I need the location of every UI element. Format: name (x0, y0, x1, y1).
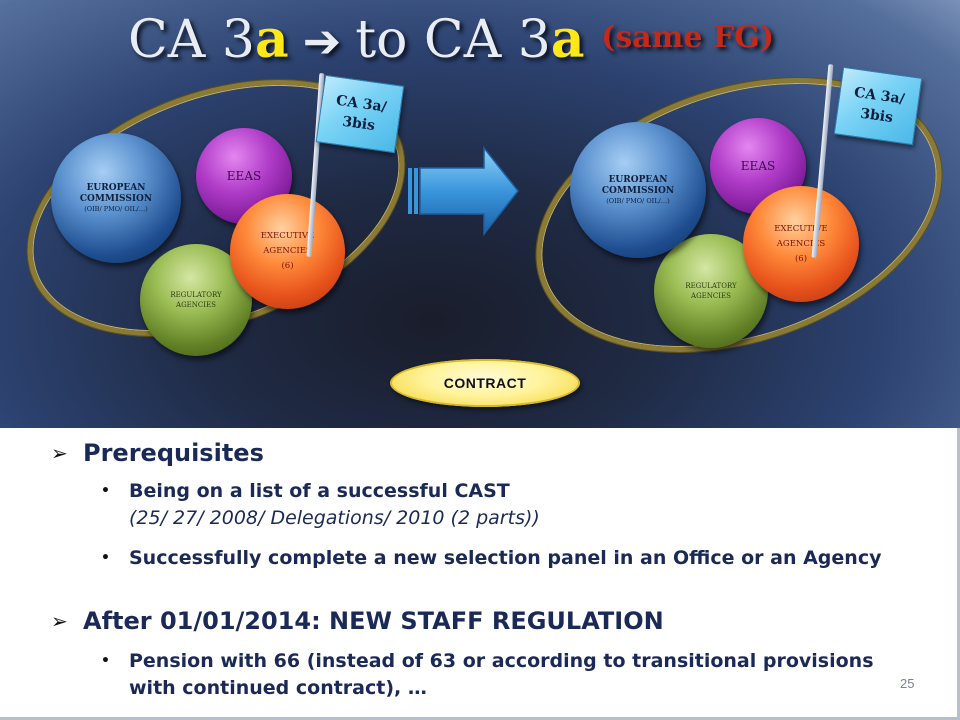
prereq-title: Prerequisites (83, 439, 264, 467)
right-flag-icon: CA 3a/ 3bis (833, 66, 923, 146)
left-exec-label-1: EXECUTIVE (260, 231, 315, 241)
title-same-fg: (same FG) (601, 20, 775, 55)
title-a1: a (254, 9, 289, 70)
title-part2: to CA 3 (355, 10, 551, 70)
prereq-heading: ➢ Prerequisites (51, 438, 264, 468)
left-ec-label-3: (OIB/ PMO/ OIL/…) (84, 204, 148, 213)
right-arrow-icon (408, 146, 519, 236)
left-ec-label-2: COMMISSION (79, 193, 153, 204)
prereq-item-1: • Being on a list of a successful CAST (… (101, 478, 869, 532)
right-ec-label-1: EUROPEAN (608, 174, 668, 185)
dot-bullet-icon: • (101, 653, 110, 669)
dot-bullet-icon: • (101, 483, 110, 499)
right-flag-label-2: 3bis (859, 105, 894, 127)
page-number: 25 (900, 676, 915, 691)
title-arrow-icon: ➔ (302, 14, 342, 68)
left-exec-label-3: (6) (281, 261, 294, 271)
dot-bullet-icon: • (101, 550, 110, 566)
left-exec-label-2: AGENCIES (263, 246, 312, 256)
arrow-bullet-icon: ➢ (51, 609, 68, 633)
left-ec-label-1: EUROPEAN (86, 182, 146, 193)
contract-label: CONTRACT (390, 359, 580, 407)
left-flag-label-2: 3bis (341, 113, 376, 135)
left-executive-agencies: EXECUTIVE AGENCIES (6) (230, 194, 345, 309)
right-reg-label-2: AGENCIES (691, 292, 731, 300)
right-reg-label-1: REGULATORY (685, 282, 737, 290)
left-eeas-label: EEAS (226, 169, 262, 183)
prereq-item-1-line1: Being on a list of a successful CAST (129, 480, 510, 502)
diagram-area: CA 3a➔to CA 3a (same FG) REGULATORY AGEN… (0, 0, 960, 428)
content-box: ➢ Prerequisites • Being on a list of a s… (0, 428, 960, 720)
prereq-item-1-line2: (25/ 27/ 2008/ Delegations/ 2010 (2 part… (129, 507, 540, 529)
title-a2: a (550, 9, 585, 70)
after-item-1: • Pension with 66 (instead of 63 or acco… (101, 648, 889, 702)
after-heading: ➢ After 01/01/2014: NEW STAFF REGULATION (51, 606, 664, 636)
right-executive-agencies: EXECUTIVE AGENCIES (6) (743, 186, 859, 302)
after-item-1-text: Pension with 66 (instead of 63 or accord… (129, 650, 874, 699)
right-eeas-label: EEAS (740, 159, 776, 173)
right-european-commission: EUROPEAN COMMISSION (OIB/ PMO/ OIL/…) (570, 122, 706, 258)
prereq-item-2: • Successfully complete a new selection … (101, 545, 889, 572)
left-flag-icon: CA 3a/ 3bis (315, 74, 405, 154)
right-exec-label-1: EXECUTIVE (774, 223, 828, 234)
left-european-commission: EUROPEAN COMMISSION (OIB/ PMO/ OIL/…) (51, 133, 181, 263)
left-reg-label-2: AGENCIES (176, 301, 216, 309)
right-exec-label-3: (6) (794, 253, 808, 264)
right-ec-label-2: COMMISSION (601, 185, 675, 196)
arrow-bullet-icon: ➢ (51, 441, 68, 465)
left-reg-label-1: REGULATORY (170, 291, 222, 299)
after-title: After 01/01/2014: NEW STAFF REGULATION (83, 607, 664, 635)
right-exec-label-2: AGENCIES (776, 238, 826, 249)
right-ec-label-3: (OIB/ PMO/ OIL/…) (606, 196, 670, 205)
prereq-item-2-text: Successfully complete a new selection pa… (129, 547, 882, 569)
title-part1: CA 3 (128, 10, 255, 70)
